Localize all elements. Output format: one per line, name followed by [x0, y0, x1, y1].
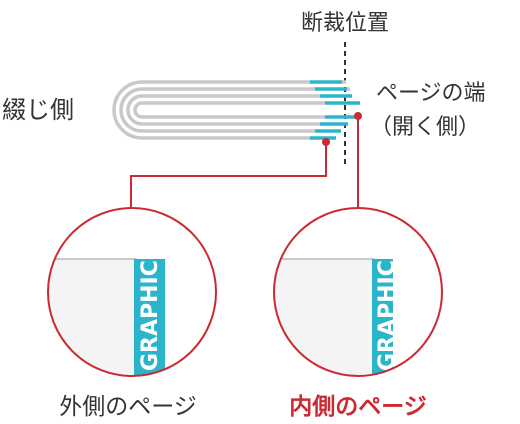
- page-tips: [342, 80, 350, 91]
- page-fold-3: [126, 94, 320, 126]
- leader-lines: [130, 116, 359, 209]
- magnifier-outer: GRAPHIC: [47, 207, 217, 377]
- page-edge-label-1: ページの端: [376, 81, 486, 106]
- page-fold-2: [119, 87, 315, 133]
- page-edge-label-2: （開く側）: [370, 115, 480, 140]
- inner-page-label: 内側のページ: [289, 394, 427, 420]
- page-fold-4: [133, 101, 325, 119]
- cut-position-label: 断裁位置: [301, 11, 389, 36]
- leader-outer: [130, 142, 327, 209]
- outer-page-band: [134, 259, 165, 376]
- page-fold-1: [112, 80, 310, 140]
- inner-page-band: [372, 259, 393, 376]
- marker-inner: [354, 112, 362, 120]
- outer-page-sheet: [48, 258, 137, 376]
- folded-pages: [112, 80, 325, 140]
- outer-magnifier-text: GRAPHIC: [138, 260, 163, 371]
- magnifier-inner: GRAPHIC: [273, 207, 443, 377]
- outer-page-label: 外側のページ: [59, 394, 197, 420]
- inner-magnifier-text: GRAPHIC: [375, 260, 400, 371]
- marker-outer: [322, 138, 330, 146]
- binding-side-label: 綴じ側: [2, 96, 74, 124]
- page-edges: [310, 80, 360, 140]
